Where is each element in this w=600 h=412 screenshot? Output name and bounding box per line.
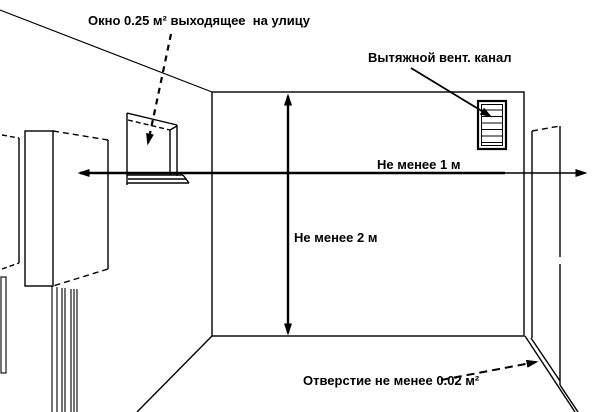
back-wall — [211, 91, 525, 337]
door — [530, 125, 579, 412]
door-bottom-gap — [530, 337, 561, 382]
dimension-arrows — [77, 93, 588, 336]
side-panel-bottom — [1, 262, 20, 270]
leader-arrows — [146, 33, 539, 381]
window-corner — [169, 125, 178, 131]
window-leader-arrow — [146, 33, 173, 146]
opening-label: Отверстие не менее 0.02 м² — [303, 373, 480, 388]
min-width-label: Не менее 1 м — [377, 157, 460, 172]
min-height-label: Не менее 2 м — [294, 230, 377, 245]
vent-leader-arrow — [410, 67, 493, 118]
door-front-bottom — [559, 384, 579, 412]
opening-leader-arrow — [440, 359, 539, 381]
window-label: Окно 0.25 м² выходящее на улицу — [88, 13, 311, 28]
side-panel-top — [1, 134, 20, 139]
boiler-front-top — [52, 130, 109, 141]
vent-channel-label: Вытяжной вент. канал — [368, 50, 511, 65]
vent-grille — [476, 99, 508, 151]
floor-left-corner — [136, 335, 213, 412]
window-reveal-dashed — [127, 119, 171, 131]
floor-right-corner — [524, 335, 576, 412]
room-walls — [0, 9, 576, 412]
boiler-side-face — [24, 130, 54, 287]
side-pipe — [0, 276, 7, 374]
boiler-pipes — [51, 286, 78, 412]
boiler — [0, 130, 109, 412]
labels: Окно 0.25 м² выходящее на улицу Вытяжной… — [88, 13, 511, 388]
door-top-edge — [531, 125, 561, 132]
window — [126, 112, 190, 185]
vent-grille-inner — [481, 104, 503, 146]
vent-grille-frame — [476, 99, 508, 151]
boiler-front-bottom — [52, 268, 109, 287]
window-top-edge — [126, 112, 178, 126]
window-sill-end — [182, 174, 190, 184]
ceiling-edge — [0, 9, 213, 93]
